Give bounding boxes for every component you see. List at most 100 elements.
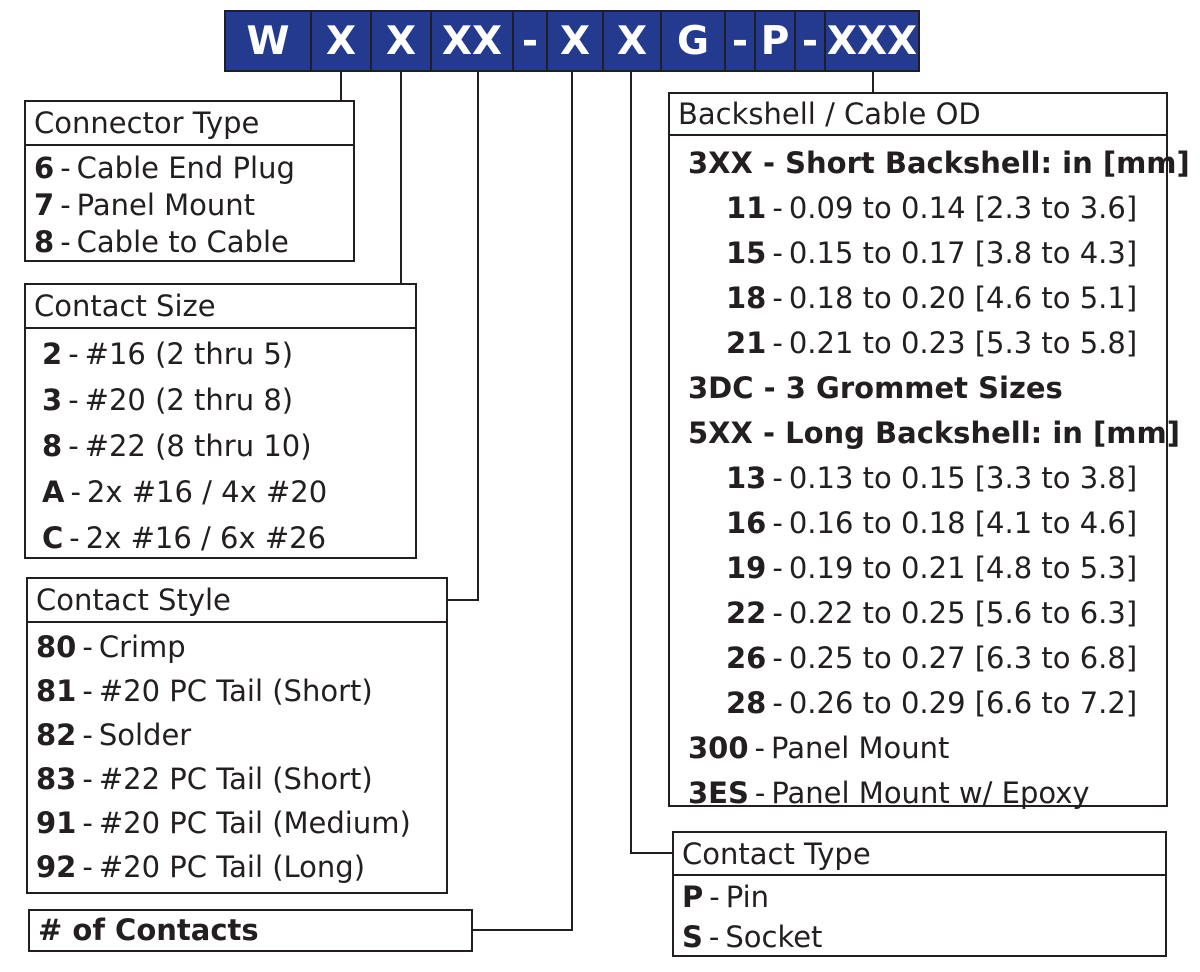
option-code: 21 <box>726 326 767 360</box>
option-code: 19 <box>726 551 767 585</box>
option-label: 2x #16 / 4x #20 <box>86 474 328 509</box>
line-num-contacts <box>472 72 573 931</box>
option-label: Solder <box>98 717 192 752</box>
list-item: 82-Solder <box>36 717 192 752</box>
list-item: 18-0.18 to 0.20 [4.6 to 5.1] <box>726 281 1138 315</box>
pn-segment-g: G <box>662 12 726 70</box>
option-code: 18 <box>726 281 767 315</box>
num-contacts-box: # of Contacts <box>28 909 473 952</box>
option-code: 92 <box>36 849 77 884</box>
option-code: 7 <box>34 188 55 222</box>
list-item: A-2x #16 / 4x #20 <box>42 474 328 509</box>
option-code: 82 <box>36 717 77 752</box>
pn-separator-3: - <box>796 12 826 70</box>
option-code: 22 <box>726 596 767 630</box>
option-label: Panel Mount <box>771 731 950 765</box>
option-code: 2 <box>42 336 63 371</box>
list-item: 22-0.22 to 0.25 [5.6 to 6.3] <box>726 596 1138 630</box>
option-label: #20 (2 thru 8) <box>84 382 294 417</box>
pn-segment-connector-type: W <box>226 12 312 70</box>
list-item: P-Pin <box>682 879 770 914</box>
pn-segment-contact-type: X <box>604 12 662 70</box>
list-item: 3ES-Panel Mount w/ Epoxy <box>688 776 1090 810</box>
option-code: C <box>42 520 64 555</box>
option-code: 28 <box>726 686 767 720</box>
option-code: 81 <box>36 673 77 708</box>
list-item: 83-#22 PC Tail (Short) <box>36 761 373 796</box>
list-item: 2-#16 (2 thru 5) <box>42 336 294 371</box>
option-label: 0.26 to 0.29 [6.6 to 7.2] <box>788 686 1138 720</box>
part-number-bar: W X X XX - X X G - P - XXX <box>224 10 920 72</box>
option-code: 8 <box>34 225 55 259</box>
option-code: 91 <box>36 805 77 840</box>
pn-segment-contact-size-2: X <box>372 12 432 70</box>
contact-type-box: Contact Type P-Pin S-Socket <box>672 831 1167 957</box>
pn-segment-contact-size: X <box>312 12 372 70</box>
list-item: 8-#22 (8 thru 10) <box>42 428 312 463</box>
list-item: 26-0.25 to 0.27 [6.3 to 6.8] <box>726 641 1138 675</box>
list-item: 8-Cable to Cable <box>34 225 289 259</box>
list-item: 19-0.19 to 0.21 [4.8 to 5.3] <box>726 551 1138 585</box>
option-code: 16 <box>726 506 767 540</box>
long-backshell-heading: 5XX - Long Backshell: in [mm] <box>688 416 1180 450</box>
option-label: Pin <box>725 879 770 914</box>
backshell-title: Backshell / Cable OD <box>670 94 1166 136</box>
list-item: 80-Crimp <box>36 629 186 664</box>
line-contact-type <box>630 72 672 854</box>
option-code: 11 <box>726 191 767 225</box>
short-backshell-heading: 3XX - Short Backshell: in [mm] <box>688 146 1190 180</box>
list-item: 13-0.13 to 0.15 [3.3 to 3.8] <box>726 461 1138 495</box>
option-label: Cable to Cable <box>76 225 289 259</box>
option-label: #20 PC Tail (Medium) <box>98 805 411 840</box>
option-label: #20 PC Tail (Long) <box>98 849 366 884</box>
option-label: 0.19 to 0.21 [4.8 to 5.3] <box>788 551 1138 585</box>
list-item: 81-#20 PC Tail (Short) <box>36 673 373 708</box>
list-item: 6-Cable End Plug <box>34 151 295 185</box>
option-code: 26 <box>726 641 767 675</box>
option-code: 3ES <box>688 776 749 810</box>
option-label: Cable End Plug <box>76 151 295 185</box>
option-label: #20 PC Tail (Short) <box>98 673 373 708</box>
option-code: 8 <box>42 428 63 463</box>
list-item: 21-0.21 to 0.23 [5.3 to 5.8] <box>726 326 1138 360</box>
option-code: 13 <box>726 461 767 495</box>
option-code: 300 <box>688 731 749 765</box>
option-label: 0.21 to 0.23 [5.3 to 5.8] <box>788 326 1138 360</box>
option-label: 0.09 to 0.14 [2.3 to 3.6] <box>788 191 1138 225</box>
option-code: P <box>682 879 704 914</box>
list-item: 300-Panel Mount <box>688 731 950 765</box>
connector-type-title: Connector Type <box>26 102 353 146</box>
list-item: 16-0.16 to 0.18 [4.1 to 4.6] <box>726 506 1138 540</box>
pn-segment-p: P <box>756 12 796 70</box>
list-item: 11-0.09 to 0.14 [2.3 to 3.6] <box>726 191 1138 225</box>
list-item: 28-0.26 to 0.29 [6.6 to 7.2] <box>726 686 1138 720</box>
option-label: 0.16 to 0.18 [4.1 to 4.6] <box>788 506 1138 540</box>
line-contact-style <box>448 72 479 601</box>
pn-segment-contact-style: XX <box>432 12 514 70</box>
option-label: 0.18 to 0.20 [4.6 to 5.1] <box>788 281 1138 315</box>
list-item: 91-#20 PC Tail (Medium) <box>36 805 411 840</box>
option-label: 0.25 to 0.27 [6.3 to 6.8] <box>788 641 1138 675</box>
num-contacts-title: # of Contacts <box>38 913 259 947</box>
option-code: 80 <box>36 629 77 664</box>
pn-separator-2: - <box>726 12 756 70</box>
list-item: 92-#20 PC Tail (Long) <box>36 849 366 884</box>
pn-segment-backshell: XXX <box>826 18 918 64</box>
list-item: 3-#20 (2 thru 8) <box>42 382 294 417</box>
option-label: Crimp <box>98 629 186 664</box>
option-code: A <box>42 474 65 509</box>
contact-size-box: Contact Size 2-#16 (2 thru 5) 3-#20 (2 t… <box>24 283 417 559</box>
option-label: 0.13 to 0.15 [3.3 to 3.8] <box>788 461 1138 495</box>
contact-style-box: Contact Style 80-Crimp 81-#20 PC Tail (S… <box>26 577 448 894</box>
option-code: 15 <box>726 236 767 270</box>
connector-type-box: Connector Type 6-Cable End Plug 7-Panel … <box>24 100 355 262</box>
pn-separator: - <box>514 12 548 70</box>
contact-type-title: Contact Type <box>674 833 1165 876</box>
list-item: C-2x #16 / 6x #26 <box>42 520 327 555</box>
option-label: 2x #16 / 6x #26 <box>85 520 327 555</box>
option-code: 3 <box>42 382 63 417</box>
contact-style-title: Contact Style <box>28 579 446 623</box>
option-label: 0.22 to 0.25 [5.6 to 6.3] <box>788 596 1138 630</box>
option-label: Socket <box>725 919 823 954</box>
